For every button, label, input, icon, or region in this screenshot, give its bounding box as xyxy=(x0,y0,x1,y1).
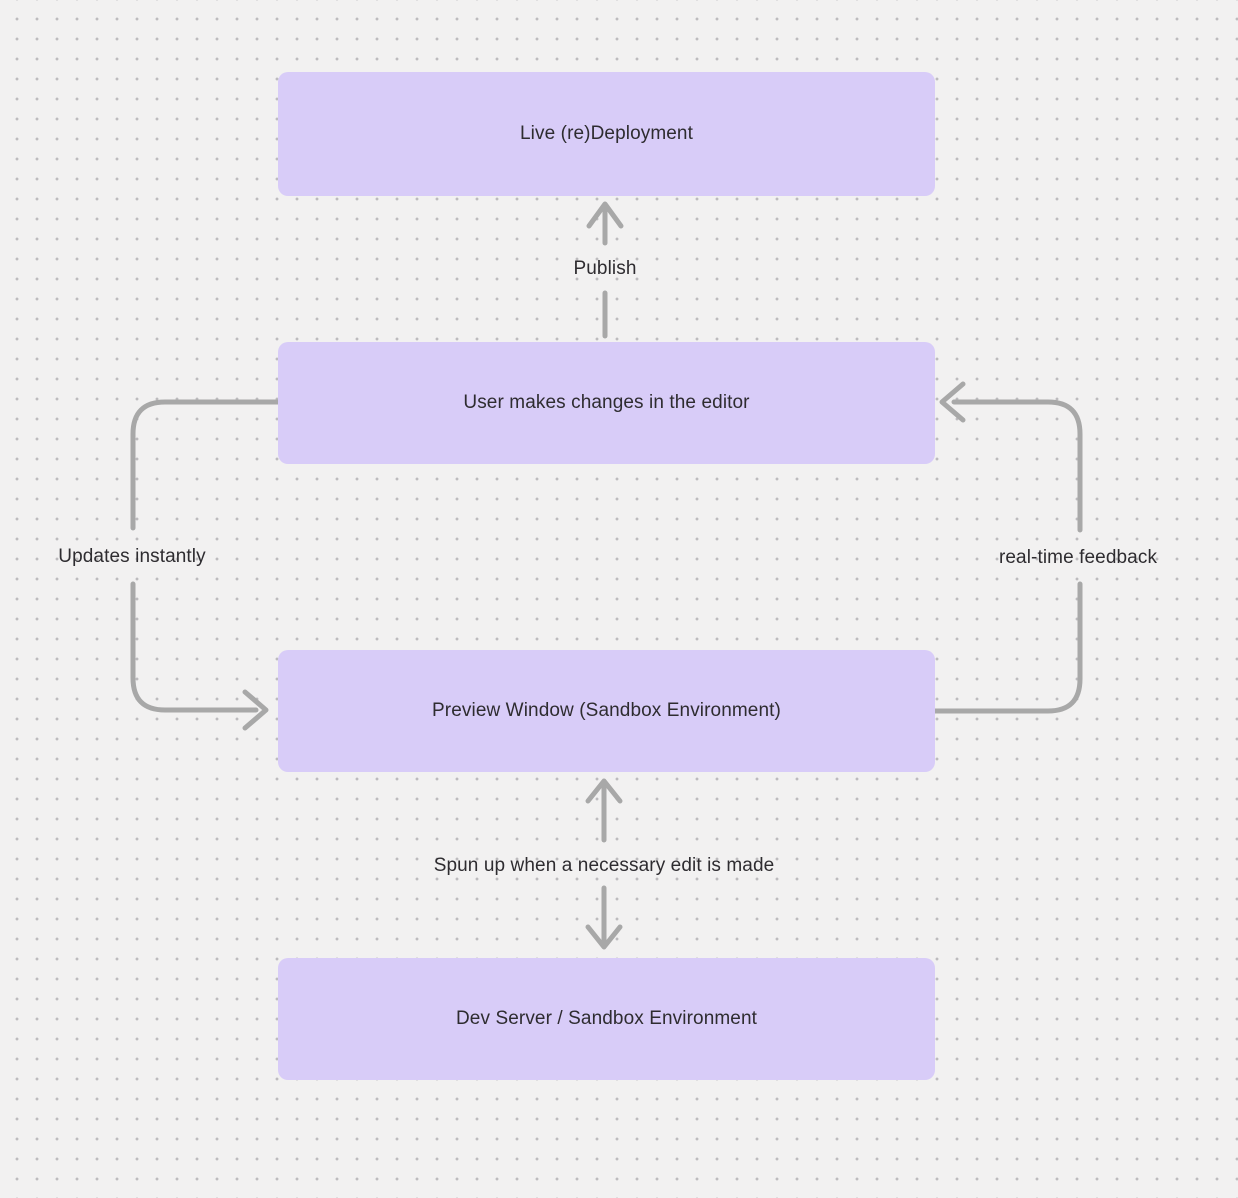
updates-arrow-segment-lower xyxy=(130,581,259,713)
edge-label-spun-up: Spun up when a necessary edit is made xyxy=(433,855,775,876)
node-label: Dev Server / Sandbox Environment xyxy=(455,1008,757,1029)
feedback-arrowhead-left-icon xyxy=(939,381,966,423)
edge-spun-up xyxy=(585,778,623,950)
updates-arrow-segment-upper xyxy=(130,399,281,531)
node-label: Live (re)Deployment xyxy=(520,123,693,144)
spunup-arrowhead-up-icon xyxy=(585,778,623,804)
feedback-arrow-segment-upper xyxy=(951,399,1083,533)
edge-updates-instantly xyxy=(130,399,281,731)
edge-label-updates-instantly: Updates instantly xyxy=(58,546,206,567)
edge-label-publish: Publish xyxy=(573,258,637,279)
node-label: Preview Window (Sandbox Environment) xyxy=(432,700,781,721)
edge-real-time-feedback xyxy=(932,381,1083,714)
feedback-arrow-segment-lower xyxy=(932,581,1083,714)
spunup-arrowhead-down-icon xyxy=(585,924,623,950)
node-preview-window[interactable]: Preview Window (Sandbox Environment) xyxy=(278,650,935,772)
node-user-makes-changes[interactable]: User makes changes in the editor xyxy=(278,342,935,464)
node-label: User makes changes in the editor xyxy=(463,392,750,413)
publish-arrowhead-up-icon xyxy=(586,201,624,229)
edge-label-real-time-feedback: real-time feedback xyxy=(998,547,1158,568)
node-live-redeployment[interactable]: Live (re)Deployment xyxy=(278,72,935,196)
edge-publish xyxy=(586,201,624,339)
node-dev-server[interactable]: Dev Server / Sandbox Environment xyxy=(278,958,935,1080)
updates-arrowhead-right-icon xyxy=(242,689,269,731)
